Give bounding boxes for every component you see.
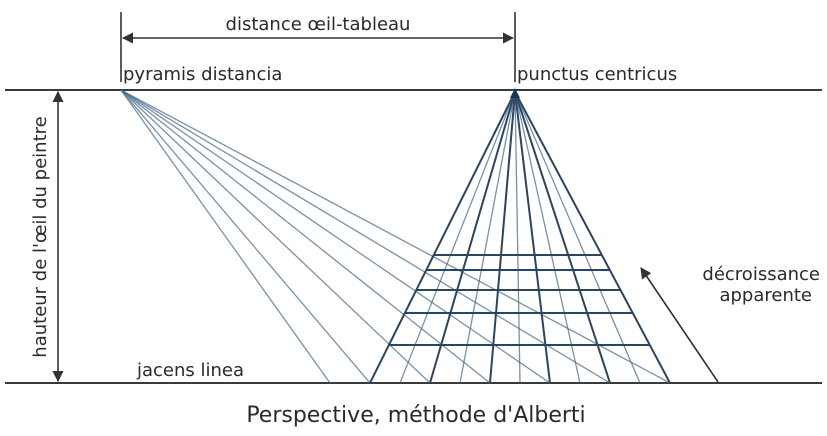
- distance-ray: [120, 89, 331, 384]
- distance-ray: [120, 89, 491, 384]
- jacens-linea-label: jacens linea: [136, 360, 244, 381]
- orthogonal-subline: [514, 91, 641, 384]
- centric-point-pyramid: [369, 91, 671, 384]
- decroissance-label: décroissance: [702, 264, 820, 285]
- distance-ray: [120, 89, 611, 384]
- orthogonal-line: [514, 91, 671, 384]
- orthogonal-subline: [459, 91, 516, 384]
- orthogonal-line: [514, 91, 551, 384]
- orthogonal-line: [514, 91, 611, 384]
- orthogonal-subline: [514, 91, 521, 384]
- orthogonal-line: [489, 91, 516, 384]
- distance-label: distance œil-tableau: [226, 14, 411, 35]
- orthogonal-subline: [399, 91, 516, 384]
- orthogonal-subline: [514, 91, 581, 384]
- distance-point-rays: [120, 89, 671, 384]
- punctus-centricus-label: punctus centricus: [517, 64, 677, 85]
- orthogonal-line: [369, 91, 516, 384]
- distance-ray: [120, 89, 371, 384]
- pyramis-distancia-label: pyramis distancia: [123, 64, 282, 85]
- apparente-label: apparente: [719, 285, 812, 306]
- diminution-arrow: [640, 267, 719, 383]
- caption: Perspective, méthode d'Alberti: [246, 403, 585, 428]
- distance-ray: [120, 89, 671, 384]
- distance-ray: [120, 89, 431, 384]
- receding-grid-transversals: [388, 254, 650, 346]
- eye-height-label: hauteur de l'œil du peintre: [30, 116, 51, 357]
- centric-point-marker: [510, 88, 520, 98]
- distance-ray: [120, 89, 551, 384]
- orthogonal-line: [429, 91, 516, 384]
